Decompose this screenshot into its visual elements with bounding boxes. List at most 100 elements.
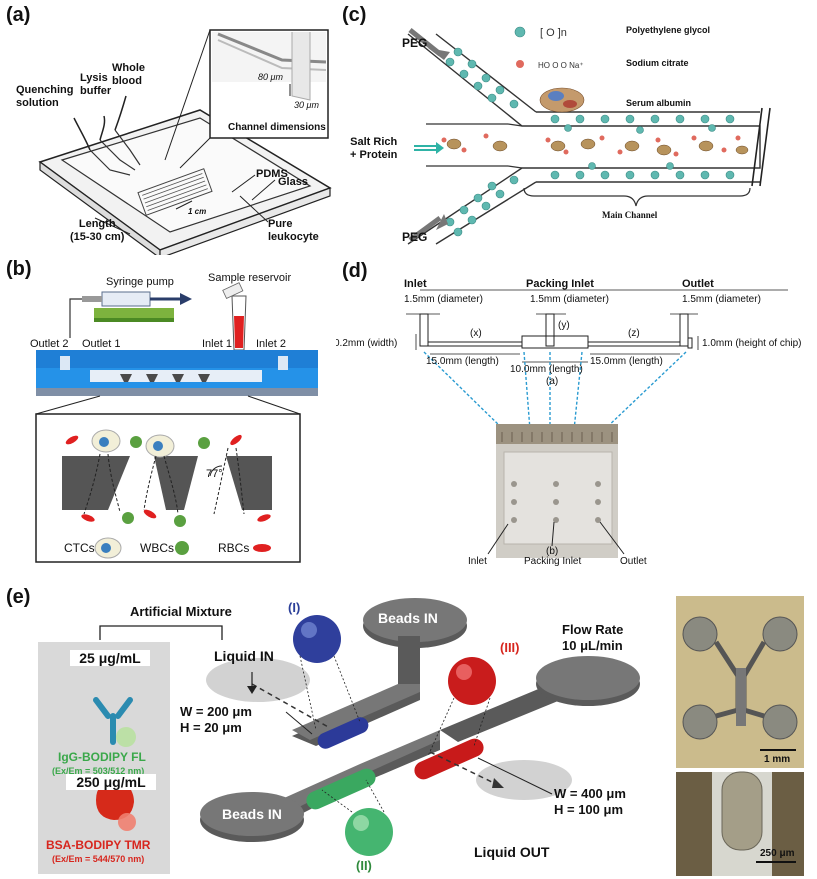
svg-text:HO O O Na⁺: HO O O Na⁺ — [538, 61, 584, 70]
bsa-name-label: BSA-BODIPY TMR — [46, 838, 151, 852]
lysis-line-1: Lysis — [80, 72, 108, 84]
h1-label: H = 20 μm — [180, 720, 242, 735]
igg-name-label: IgG-BODIPY FL — [58, 750, 146, 764]
beads-in-left-label: Beads IN — [222, 806, 282, 822]
legend-citrate: Sodium citrate — [626, 58, 689, 68]
glass-label: Glass — [278, 176, 308, 188]
pure-leukocyte-label: Pure leukocyte — [268, 218, 319, 244]
scale-250um-label: 250 μm — [760, 848, 795, 859]
panel-d-schematic — [406, 289, 788, 558]
w2-label: W = 400 μm — [554, 786, 626, 801]
d-len-3: 15.0mm (length) — [590, 356, 663, 367]
d-photo-packing: Packing Inlet — [524, 556, 582, 567]
angle-label: 77° — [206, 468, 223, 480]
dim-30-label: 30 μm — [294, 100, 319, 110]
outlet1-label: Outlet 1 — [82, 338, 121, 350]
flow-rate-line-1: Flow Rate — [562, 622, 624, 637]
pure-leukocyte-line-1: Pure — [268, 218, 293, 230]
beads-in-top-label: Beads IN — [378, 610, 438, 626]
d-diam-1: 1.5mm (diameter) — [404, 294, 483, 305]
sample-reservoir-label: Sample reservoir — [208, 272, 292, 284]
ctcs-label: CTCs — [64, 541, 95, 555]
panel-b-label: (b) — [6, 258, 32, 280]
artificial-mixture-label: Artificial Mixture — [130, 604, 232, 619]
peg-bottom-label: PEG — [402, 230, 428, 244]
rbcs-label: RBCs — [218, 541, 250, 555]
flow-rate-label: Flow Rate 10 μL/min — [562, 622, 623, 654]
liquid-out-label: Liquid OUT — [474, 844, 550, 860]
panel-e-diagram — [38, 596, 804, 876]
panel-e: (e) — [0, 580, 817, 879]
quenching-label: Quenching solution — [16, 84, 73, 110]
green-sphere — [345, 808, 393, 856]
d-photo-outlet: Outlet — [620, 556, 647, 567]
pure-leukocyte-line-2: leukocyte — [268, 231, 319, 243]
panel-b-device-diagram — [35, 282, 318, 563]
panel-d: (d) — [336, 256, 817, 576]
peg-top-label: PEG — [402, 36, 428, 50]
liquid-in-label: Liquid IN — [214, 648, 274, 664]
panel-c-label: (c) — [342, 4, 367, 26]
quenching-line-2: solution — [16, 97, 59, 109]
dim-80-label: 80 μm — [258, 72, 283, 82]
bsa-conc-visible: 250 μg/mL — [66, 774, 156, 790]
h2-label: H = 100 μm — [554, 802, 624, 817]
salt-rich-line-1: Salt Rich — [350, 136, 398, 148]
whole-blood-label: Whole blood — [112, 62, 145, 88]
panel-a-device-diagram — [38, 29, 332, 255]
panel-c-channel-diagram: [ O ]n HO O O Na⁺ — [407, 26, 771, 245]
roman-2-label: (II) — [356, 858, 372, 873]
panel-d-label: (d) — [342, 260, 368, 282]
roman-1-label: (I) — [288, 600, 301, 615]
main-channel-label: Main Channel — [602, 210, 658, 220]
pdms-label: PDMS — [256, 168, 288, 180]
legend-peg: Polyethylene glycol — [626, 25, 711, 35]
panel-a: (a) Quenching — [0, 0, 335, 255]
d-len-1: 15.0mm (length) — [426, 356, 499, 367]
beads-in-right-label: Beads IN — [556, 726, 616, 742]
inlet1-label: Inlet 1 — [202, 338, 232, 350]
length-label: Length (15-30 cm) — [70, 218, 124, 244]
w1-label: W = 200 μm — [180, 704, 252, 719]
one-cm-label: 1 cm — [188, 207, 207, 216]
panel-a-label: (a) — [6, 4, 31, 26]
flow-rate-line-2: 10 μL/min — [562, 638, 623, 653]
d-packing-inlet-title: Packing Inlet — [526, 278, 594, 290]
salt-rich-label: Salt Rich + Protein — [350, 136, 397, 162]
mixture-box — [38, 642, 170, 874]
syringe-pump-label: Syringe pump — [106, 276, 174, 288]
d-a-label: (a) — [546, 376, 559, 387]
whole-blood-line-2: blood — [112, 75, 142, 87]
d-width-label: 0.2mm (width) — [336, 338, 398, 349]
outlet2-label: Outlet 2 — [30, 338, 69, 350]
d-inlet-title: Inlet — [404, 278, 427, 290]
legend-albumin: Serum albumin — [626, 98, 692, 108]
d-outlet-title: Outlet — [682, 278, 714, 290]
panel-e-label: (e) — [6, 586, 31, 608]
inlet2-label: Inlet 2 — [256, 338, 286, 350]
d-len-2: 10.0mm (length) — [510, 364, 583, 375]
panel-c: (c) — [340, 0, 817, 250]
d-z-label: (z) — [628, 328, 640, 339]
salt-rich-line-2: + Protein — [350, 149, 398, 161]
d-b-label: (b) — [546, 546, 559, 557]
lysis-line-2: buffer — [80, 85, 112, 97]
svg-text:[ O ]n: [ O ]n — [540, 27, 567, 39]
wbcs-label: WBCs — [140, 541, 174, 555]
d-height-label: 1.0mm (height of chip) — [702, 338, 802, 349]
d-diam-3: 1.5mm (diameter) — [682, 294, 761, 305]
bsa-exem-label: (Ex/Em = 544/570 nm) — [52, 854, 145, 864]
quenching-line-1: Quenching — [16, 84, 74, 96]
channel-dimensions-label: Channel dimensions — [228, 122, 326, 133]
d-x-label: (x) — [470, 328, 482, 339]
length-line-2: (15-30 cm) — [70, 231, 125, 243]
red-sphere — [448, 657, 496, 705]
blue-sphere — [293, 615, 341, 663]
scale-1mm-label: 1 mm — [764, 754, 791, 765]
whole-blood-line-1: Whole — [112, 62, 145, 74]
roman-3-label: (III) — [500, 640, 520, 655]
lysis-label: Lysis buffer — [80, 72, 111, 98]
igg-conc-label: 25 μg/mL — [70, 650, 150, 666]
d-photo-inlet: Inlet — [468, 556, 487, 567]
igg-exem-label: (Ex/Em = 503/512 nm) — [52, 766, 145, 776]
